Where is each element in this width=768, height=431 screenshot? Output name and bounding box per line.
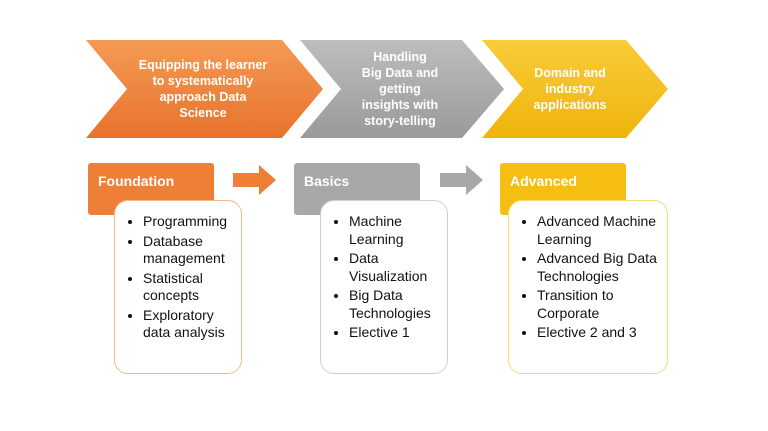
stage-3-chevron-text: Domain and industry applications bbox=[533, 66, 607, 112]
stage-3-chevron bbox=[482, 40, 668, 138]
stage-1-topic-list: Programming Database management Statisti… bbox=[127, 213, 233, 342]
stage-1-topics-card: Programming Database management Statisti… bbox=[114, 200, 242, 374]
stage-3-topic: Advanced Big Data Technologies bbox=[537, 250, 659, 285]
stage-2-topic: Elective 1 bbox=[349, 324, 439, 342]
stage-3-topics-card: Advanced Machine Learning Advanced Big D… bbox=[508, 200, 668, 374]
stage-2-topic-list: Machine Learning Data Visualization Big … bbox=[333, 213, 439, 342]
stage-2-topics-card: Machine Learning Data Visualization Big … bbox=[320, 200, 448, 374]
stage-3-topic-list: Advanced Machine Learning Advanced Big D… bbox=[521, 213, 659, 342]
stage-2-topic: Data Visualization bbox=[349, 250, 439, 285]
stage-3-topic: Advanced Machine Learning bbox=[537, 213, 659, 248]
stage-2-chevron bbox=[300, 40, 504, 138]
stage-2-topic: Big Data Technologies bbox=[349, 287, 439, 322]
stage-1-topic: Statistical concepts bbox=[143, 270, 233, 305]
stage-1-chevron bbox=[86, 40, 323, 138]
stage-2-chevron-text: Handling Big Data and getting insights w… bbox=[361, 50, 439, 128]
stage-1-topic: Programming bbox=[143, 213, 233, 231]
stage-1-topic: Database management bbox=[143, 233, 233, 268]
stage-2-topic: Machine Learning bbox=[349, 213, 439, 248]
right-arrow-icon bbox=[440, 165, 483, 195]
stage-1-topic: Exploratory data analysis bbox=[143, 307, 233, 342]
right-arrow-icon bbox=[233, 165, 276, 195]
stage-3-topic: Elective 2 and 3 bbox=[537, 324, 659, 342]
stage-3-topic: Transition to Corporate bbox=[537, 287, 659, 322]
stage-1-chevron-text: Equipping the learner to systematically … bbox=[138, 58, 268, 120]
